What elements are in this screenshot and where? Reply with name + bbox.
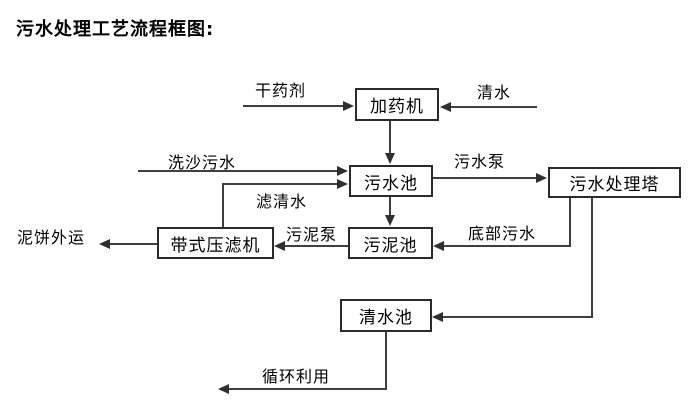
flow-line-recycle-vertical (385, 332, 387, 390)
flow-line-recycle (228, 388, 387, 390)
node-clean-water-pool: 清水池 (340, 299, 432, 332)
flow-label-recycle-use: 循环利用 (262, 367, 331, 386)
flow-line-filtered-water-vertical (222, 183, 224, 227)
node-treatment-tower: 污水处理塔 (548, 167, 681, 198)
node-belt-filter-press: 带式压滤机 (157, 227, 274, 259)
arrow-down-icon (385, 153, 395, 164)
flow-line-sewage-pump (433, 177, 538, 179)
arrow-right-icon (337, 166, 348, 176)
node-sludge-pool-label: 污泥池 (363, 235, 418, 256)
flow-label-sewage-pump: 污水泵 (454, 152, 506, 171)
arrow-right-icon (343, 101, 354, 111)
arrow-right-icon (536, 173, 547, 183)
node-dosing-machine: 加药机 (355, 88, 439, 121)
arrow-down-icon (385, 215, 395, 226)
flow-line-clean-water (450, 106, 537, 108)
node-sewage-pool-label: 污水池 (364, 173, 418, 194)
page-title: 污水处理工艺流程框图: (16, 19, 215, 40)
flow-line-sand-washing (138, 170, 339, 172)
arrow-left-icon (433, 241, 444, 251)
node-dosing-machine-label: 加药机 (370, 97, 424, 117)
flow-label-sludge-pump: 污泥泵 (286, 225, 338, 244)
flow-line-mud-cake (109, 243, 157, 245)
flow-line-bottom-sewage-vertical (569, 198, 571, 247)
flow-label-bottom-sewage: 底部污水 (468, 224, 537, 243)
flow-line-sewage-to-sludge (389, 197, 391, 216)
flow-label-mud-cake-out: 泥饼外运 (17, 228, 86, 247)
flow-line-dosing-to-sewage (389, 121, 391, 155)
arrow-left-icon (218, 384, 229, 394)
flow-label-filtered-water: 滤清水 (256, 192, 308, 211)
arrow-left-icon (432, 312, 443, 322)
node-sludge-pool: 污泥池 (348, 227, 433, 259)
arrow-left-icon (99, 239, 110, 249)
flow-label-dry-agent: 干药剂 (255, 81, 307, 100)
arrow-left-icon (274, 241, 285, 251)
flow-line-sludge-pump (284, 245, 348, 247)
flow-label-clean-water: 清水 (477, 83, 512, 102)
flow-line-tower-to-clean-vertical (591, 198, 593, 318)
node-treatment-tower-label: 污水处理塔 (569, 175, 660, 195)
flow-line-filtered-water (222, 183, 339, 185)
arrow-left-icon (440, 102, 451, 112)
arrow-right-icon (337, 179, 348, 189)
node-sewage-pool: 污水池 (349, 165, 433, 197)
node-belt-filter-press-label: 带式压滤机 (170, 235, 261, 256)
node-clean-water-pool-label: 清水池 (359, 308, 413, 328)
flow-line-bottom-sewage (441, 245, 571, 247)
flow-label-sand-washing: 洗沙污水 (168, 153, 237, 172)
flow-line-dry-agent (243, 105, 344, 107)
flow-line-tower-to-clean (441, 316, 593, 318)
